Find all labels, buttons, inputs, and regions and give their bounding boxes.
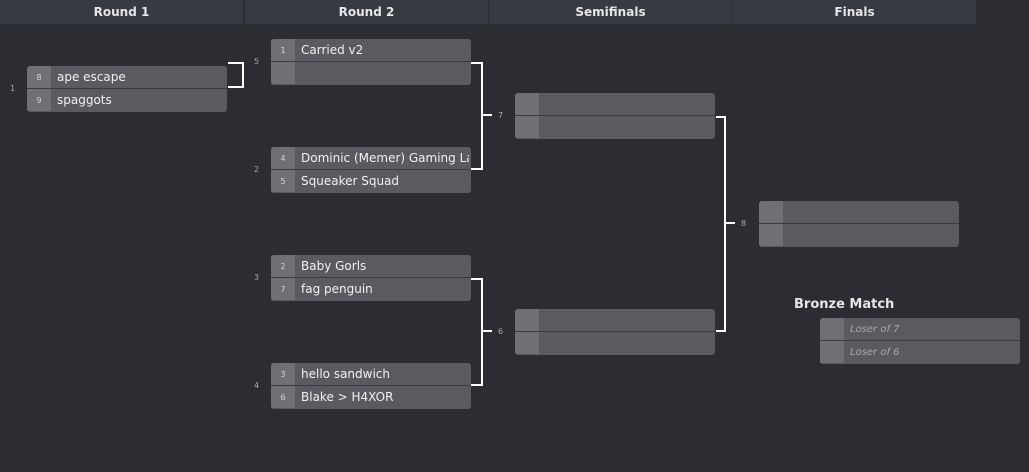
match-slot[interactable]: 8 ape escape [27,66,227,88]
seed-number [515,93,539,115]
match-slot[interactable]: 9 spaggots [27,88,227,111]
match-1[interactable]: 8 ape escape 9 spaggots [27,66,227,112]
seed-number [515,309,539,331]
connector-m5-m2-to-m7 [471,62,483,170]
match-slot[interactable]: 5 Squeaker Squad [271,169,471,192]
seed-number: 1 [271,39,295,61]
match-slot[interactable]: 7 fag penguin [271,277,471,300]
seed-number: 8 [27,66,51,88]
match-slot[interactable]: Loser of 6 [820,340,1020,363]
match-number-8: 8 [741,219,747,228]
match-slot[interactable] [515,93,715,115]
round-header-semifinals: Semifinals [489,0,732,24]
team-placeholder: Loser of 7 [850,323,900,335]
team-name: ape escape [57,70,126,84]
seed-number [759,224,783,246]
match-slot[interactable]: 4 Dominic (Memer) Gaming La [271,147,471,169]
connector-to-m6 [482,330,492,332]
match-slot[interactable] [515,115,715,138]
seed-number: 3 [271,363,295,385]
seed-number: 6 [271,386,295,408]
match-7[interactable] [515,93,715,139]
seed-number: 7 [271,278,295,300]
match-slot[interactable]: Loser of 7 [820,318,1020,340]
match-number-3: 3 [254,273,260,282]
seed-number [515,116,539,138]
team-name: Dominic (Memer) Gaming La [301,151,469,165]
match-slot[interactable] [515,309,715,331]
match-number-5: 5 [254,57,260,66]
team-name: Carried v2 [301,43,364,57]
match-8[interactable] [759,201,959,247]
match-slot[interactable] [759,223,959,246]
round-header-round-1: Round 1 [0,0,243,24]
match-slot[interactable] [271,61,471,84]
team-name: hello sandwich [301,367,390,381]
seed-number: 9 [27,89,51,111]
match-number-7: 7 [498,111,504,120]
team-name: Baby Gorls [301,259,367,273]
match-number-2: 2 [254,165,260,174]
connector-m1-m5 [228,62,244,88]
round-header-round-2: Round 2 [245,0,488,24]
match-slot[interactable] [759,201,959,223]
connector-to-m7 [482,114,492,116]
seed-number [515,332,539,354]
team-name: fag penguin [301,282,373,296]
connector-m7-m6-to-m8 [716,116,726,332]
seed-number: 2 [271,255,295,277]
team-placeholder: Loser of 6 [850,346,900,358]
bronze-match-title: Bronze Match [794,297,895,312]
match-number-4: 4 [254,381,260,390]
seed-number [820,341,844,363]
match-slot[interactable] [515,331,715,354]
seed-number [759,201,783,223]
team-name: spaggots [57,93,112,107]
match-slot[interactable]: 6 Blake > H4XOR [271,385,471,408]
team-name: Blake > H4XOR [301,390,394,404]
seed-number: 5 [271,170,295,192]
match-number-1: 1 [10,84,16,93]
match-3[interactable]: 2 Baby Gorls 7 fag penguin [271,255,471,301]
team-name: Squeaker Squad [301,174,400,188]
match-slot[interactable]: 2 Baby Gorls [271,255,471,277]
seed-number [271,62,295,84]
match-number-6: 6 [498,327,504,336]
seed-number: 4 [271,147,295,169]
match-6[interactable] [515,309,715,355]
match-5[interactable]: 1 Carried v2 [271,39,471,85]
round-header-finals: Finals [733,0,976,24]
match-slot[interactable]: 1 Carried v2 [271,39,471,61]
bronze-match[interactable]: Loser of 7 Loser of 6 [820,318,1020,364]
match-slot[interactable]: 3 hello sandwich [271,363,471,385]
seed-number [820,318,844,340]
match-2[interactable]: 4 Dominic (Memer) Gaming La 5 Squeaker S… [271,147,471,193]
connector-to-m8 [725,222,735,224]
connector-m3-m4-to-m6 [471,278,483,386]
match-4[interactable]: 3 hello sandwich 6 Blake > H4XOR [271,363,471,409]
